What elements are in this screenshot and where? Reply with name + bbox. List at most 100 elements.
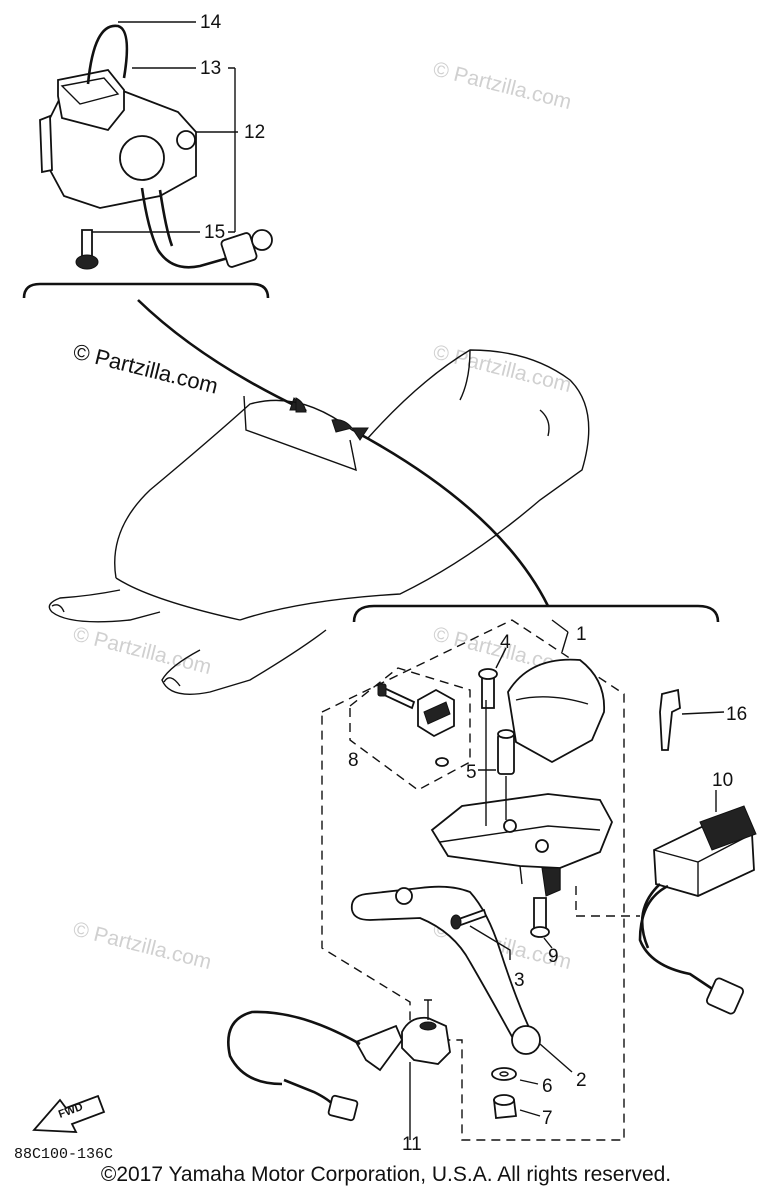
switch-boss — [119, 135, 165, 181]
group-outline-1 — [321, 619, 625, 1141]
sensor-connector — [327, 1094, 359, 1122]
throttle-sensor — [401, 1016, 451, 1065]
callout-9: 9 — [548, 946, 559, 967]
callout-6: 6 — [542, 1076, 553, 1097]
callout-15: 15 — [204, 222, 225, 243]
assembly-guide-lines — [485, 700, 507, 826]
leader-2 — [539, 1043, 573, 1073]
lead-wire — [140, 187, 229, 269]
leader-4 — [495, 647, 507, 669]
knob-top — [60, 77, 120, 105]
inset-switch-assembly: 14 13 12 15 — [22, 12, 308, 411]
screw-3-head — [450, 914, 462, 930]
cable-tie-16 — [659, 688, 681, 751]
group-outline-8 — [349, 667, 471, 791]
fwd-arrow-icon — [32, 1094, 106, 1133]
cable-loop — [86, 24, 129, 85]
throttle-lever — [350, 885, 534, 1046]
box-connector — [705, 977, 745, 1015]
box-edges — [653, 833, 753, 896]
callout-5: 5 — [466, 762, 477, 783]
sensor-arm — [354, 1024, 404, 1072]
washer-6 — [491, 1067, 517, 1081]
copyright-notice: ©2017 Yamaha Motor Corporation, U.S.A. A… — [100, 1163, 672, 1186]
throttle-cover — [507, 658, 605, 764]
hull-mount-2 — [331, 419, 353, 433]
bolt-4-head — [478, 668, 498, 680]
switch-nut — [435, 757, 449, 767]
box-guide — [575, 886, 640, 917]
callout-1: 1 — [576, 624, 587, 645]
switch-knob — [57, 69, 125, 132]
sponson-tip-left — [51, 604, 65, 613]
collar-5 — [497, 733, 515, 775]
callout-2: 2 — [576, 1070, 587, 1091]
throttle-assembly: 1 8 4 5 2 — [14, 604, 757, 1163]
cover-edge — [515, 696, 589, 705]
leaders-6-7 — [519, 1079, 541, 1117]
leader-9 — [543, 937, 553, 949]
housing-hole-1 — [503, 819, 517, 833]
leader-16 — [681, 711, 725, 715]
box-fins — [699, 805, 757, 851]
hull-lower — [115, 577, 241, 621]
lead-wire-2 — [158, 189, 174, 247]
pointer-arrowhead-2 — [351, 427, 369, 441]
box-cable — [638, 884, 715, 992]
callout-3: 3 — [514, 970, 525, 991]
box-cable-2 — [640, 883, 661, 949]
callout-14: 14 — [200, 12, 222, 33]
leader-1 — [551, 619, 569, 653]
assembly-bracket — [352, 604, 720, 623]
inset-bracket — [22, 282, 270, 299]
watercraft-hull — [48, 349, 590, 695]
leader-3 — [469, 925, 511, 960]
callout-8: 8 — [348, 750, 359, 771]
callout-13: 13 — [200, 58, 221, 79]
collar-5-top — [497, 729, 515, 739]
housing-lug — [541, 867, 561, 897]
nut-7-top — [493, 1094, 515, 1106]
sensor-shaft — [419, 1021, 437, 1031]
sensor-cable-2 — [283, 1078, 336, 1107]
bolt-15-head — [75, 254, 99, 270]
hull-seat — [459, 349, 550, 437]
callout-12: 12 — [244, 122, 265, 143]
lever-pivot — [395, 887, 413, 905]
switch-screw — [380, 686, 416, 710]
bracket-12 — [228, 67, 236, 233]
sensor-axis — [424, 999, 432, 1020]
watermark: © Partzilla.com — [71, 623, 214, 680]
switch-screw-head — [377, 683, 387, 697]
bolt-9-head — [530, 926, 550, 938]
callout-7: 7 — [542, 1108, 553, 1129]
sponson-left — [48, 589, 161, 623]
pointer-to-hood — [137, 299, 301, 410]
diagram-code: 88C100-136C — [14, 1146, 113, 1163]
watermark-dark: © Partzilla.com — [71, 339, 221, 399]
callout-11: 11 — [402, 1134, 422, 1155]
pointer-to-hull — [355, 430, 550, 607]
sponson-right — [161, 629, 327, 695]
bolt-4-shank — [481, 675, 495, 709]
washer-6-hole — [499, 1071, 509, 1077]
bolt-15-shank — [81, 229, 93, 259]
lever-ball-end — [511, 1025, 541, 1055]
throttle-housing — [430, 793, 613, 869]
lead-connector-cap — [251, 229, 273, 251]
housing-hole-2 — [535, 839, 549, 853]
stop-switch-face — [423, 701, 451, 725]
switch-tab — [39, 114, 53, 174]
callout-4: 4 — [500, 632, 511, 653]
sponson-tip-right — [163, 677, 181, 687]
sensor-cable — [227, 1010, 361, 1086]
watermark: © Partzilla.com — [71, 918, 214, 975]
hull-console — [243, 395, 357, 472]
watermark: © Partzilla.com — [431, 58, 574, 115]
callout-16: 16 — [726, 704, 747, 725]
bolt-9-shank — [533, 897, 547, 929]
hull-mount-1 — [295, 397, 307, 413]
leader-lines-inset — [92, 21, 238, 233]
switch-boss-small — [176, 130, 196, 150]
